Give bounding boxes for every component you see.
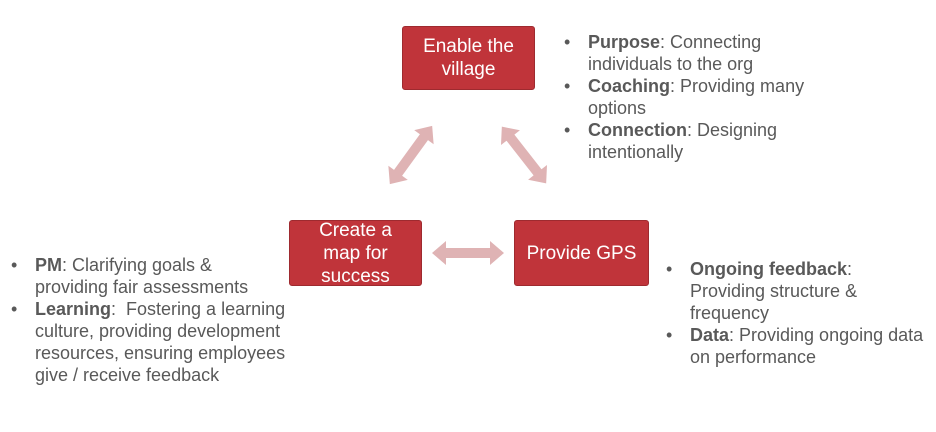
list-item-text: : Providing ongoing data on performance: [690, 325, 924, 367]
list-item-term: PM: [35, 255, 62, 275]
list-item-term: Learning: [35, 299, 112, 319]
arrow-left-top: [388, 125, 434, 185]
node-label: Provide GPS: [526, 242, 637, 264]
list-item: Data: Providing ongoing data on performa…: [662, 324, 932, 368]
list-item: Coaching: Providing many options: [560, 75, 850, 119]
list-item-term: Purpose: [588, 32, 661, 52]
list-create-a-map: PM: Clarifying goals & providing fair as…: [7, 254, 287, 386]
node-label: Enable the village: [423, 36, 514, 80]
list-item-text: : Fostering a learning culture, providin…: [35, 299, 291, 385]
list-item-text: : Designing intentionally: [588, 120, 778, 162]
node-create-a-map: Create a map for success: [289, 219, 422, 287]
list-item-term: Connection: [588, 120, 687, 140]
list-item: Ongoing feedback: Providing structure & …: [662, 258, 932, 324]
list-item-term: Ongoing feedback: [690, 259, 848, 279]
list-item: PM: Clarifying goals & providing fair as…: [7, 254, 287, 298]
list-enable-the-village: Purpose: Connecting individuals to the o…: [560, 31, 850, 163]
list-item: Connection: Designing intentionally: [560, 119, 850, 163]
node-provide-gps: Provide GPS: [514, 220, 649, 286]
node-label: Create a map for success: [319, 219, 392, 287]
list-item-term: Data: [690, 325, 730, 345]
list-item: Purpose: Connecting individuals to the o…: [560, 31, 850, 75]
list-item-text: : Providing many options: [588, 76, 805, 118]
list-item-text: : Providing structure & frequency: [690, 259, 858, 323]
list-provide-gps: Ongoing feedback: Providing structure & …: [662, 258, 932, 368]
arrow-top-right: [500, 126, 548, 184]
list-item-text: : Clarifying goals & providing fair asse…: [35, 255, 249, 297]
node-enable-the-village: Enable the village: [402, 26, 535, 90]
list-item-term: Coaching: [588, 76, 671, 96]
list-item-text: : Connecting individuals to the org: [588, 32, 762, 74]
arrow-left-right: [432, 241, 504, 265]
list-item: Learning: Fostering a learning culture, …: [7, 298, 287, 386]
